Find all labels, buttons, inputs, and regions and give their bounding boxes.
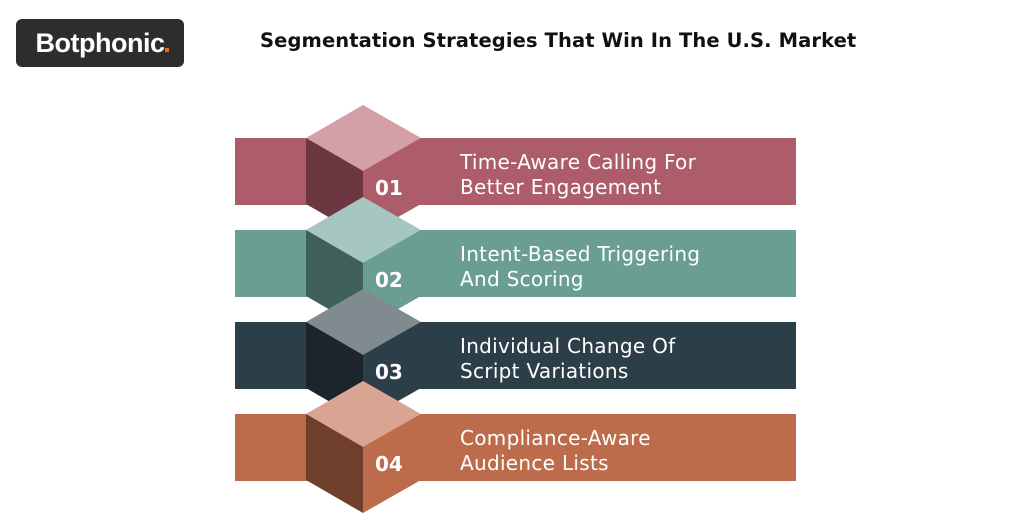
step-number: 02 bbox=[375, 268, 403, 292]
step-02 bbox=[235, 197, 796, 329]
page-title: Segmentation Strategies That Win In The … bbox=[260, 29, 857, 52]
brand-logo: Botphonic bbox=[16, 19, 184, 67]
cube-top-face bbox=[306, 289, 421, 355]
cube-top-face bbox=[306, 105, 421, 171]
step-label: Compliance-Aware Audience Lists bbox=[460, 426, 651, 475]
brand-name: Botphonic bbox=[35, 27, 165, 58]
step-number: 03 bbox=[375, 360, 403, 384]
step-number: 01 bbox=[375, 176, 403, 200]
cube-top-face bbox=[306, 197, 421, 263]
cube-front-face bbox=[363, 414, 421, 513]
step-number: 04 bbox=[375, 452, 403, 476]
cube-side-face bbox=[306, 414, 363, 513]
brand-accent-dot bbox=[165, 48, 169, 52]
step-label: Individual Change Of Script Variations bbox=[460, 334, 676, 383]
step-label: Intent-Based Triggering And Scoring bbox=[460, 242, 701, 291]
step-04 bbox=[235, 381, 796, 513]
cube-top-face bbox=[306, 381, 421, 447]
step-03 bbox=[235, 289, 796, 421]
step-label: Time-Aware Calling For Better Engagement bbox=[460, 150, 697, 199]
